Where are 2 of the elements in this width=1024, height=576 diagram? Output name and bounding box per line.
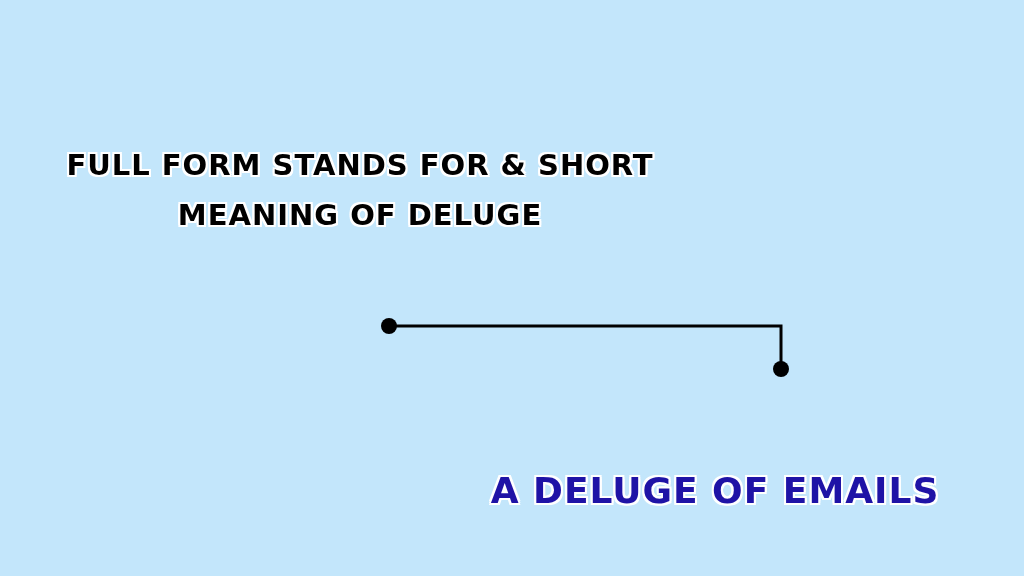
heading: FULL FORM STANDS FOR & SHORT MEANING OF DELUGE (65, 147, 655, 234)
example-phrase: A DELUGE OF EMAILS (489, 470, 941, 511)
